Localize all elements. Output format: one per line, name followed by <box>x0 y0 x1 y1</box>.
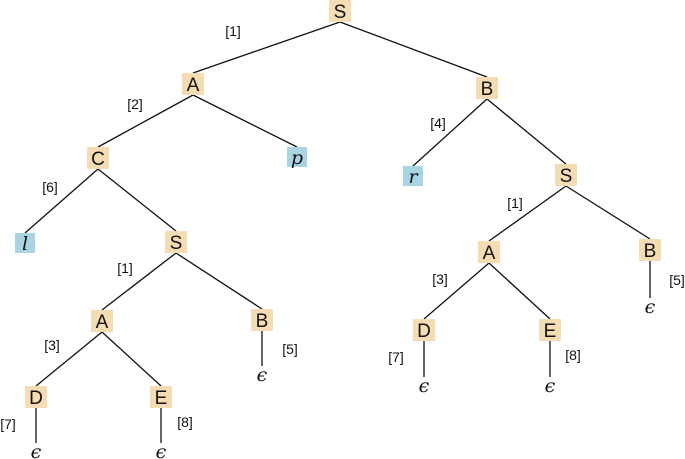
nonterminal-node-n15: E <box>539 319 561 342</box>
edge-n1-n3 <box>339 21 488 78</box>
edge-n12-n17 <box>35 331 103 387</box>
rule-label: [8] <box>565 347 581 363</box>
nonterminal-box <box>639 239 661 261</box>
nonterminal-label: D <box>29 388 43 409</box>
nonterminal-label: S <box>560 166 573 187</box>
nonterminal-node-n1: S <box>329 0 351 23</box>
nonterminal-node-n12: A <box>91 310 113 333</box>
edge-n9-n12 <box>101 252 177 311</box>
nonterminal-box <box>329 0 351 22</box>
nonterminal-label: E <box>544 321 557 342</box>
epsilon-leaf-n23: ϵ <box>156 441 167 459</box>
edge-n9-n13 <box>175 252 263 310</box>
terminal-node-n8: l <box>15 233 35 255</box>
nonterminal-label: S <box>334 2 347 23</box>
rule-label: [3] <box>44 337 60 353</box>
terminal-node-n6: r <box>403 166 423 188</box>
epsilon-leaf-n21: ϵ <box>545 375 556 397</box>
nonterminal-box <box>91 310 113 332</box>
rule-label: [6] <box>42 179 58 195</box>
rule-label: [7] <box>388 349 404 365</box>
epsilon-label: ϵ <box>545 375 556 397</box>
nonterminal-label: D <box>417 321 431 342</box>
nonterminal-node-n14: D <box>413 319 435 342</box>
terminal-label: p <box>291 147 303 169</box>
nonterminal-node-n11: B <box>639 239 661 262</box>
epsilon-label: ϵ <box>156 441 167 459</box>
epsilon-label: ϵ <box>419 375 430 397</box>
epsilon-label: ϵ <box>257 364 268 386</box>
nonterminal-box <box>555 164 577 186</box>
nonterminal-box <box>165 231 187 253</box>
epsilon-leaf-n16: ϵ <box>645 296 656 318</box>
epsilon-leaf-n20: ϵ <box>419 375 430 397</box>
nonterminal-label: B <box>481 79 494 100</box>
edge-n7-n10 <box>488 185 567 242</box>
nonterminal-label: B <box>644 241 657 262</box>
rule-label: [5] <box>282 341 298 357</box>
nonterminal-node-n4: C <box>87 147 109 170</box>
nonterminal-node-n10: A <box>478 241 500 264</box>
nonterminal-label: S <box>170 233 183 254</box>
terminal-label: l <box>22 233 28 255</box>
terminal-node-n5: p <box>287 147 307 169</box>
rule-label: [5] <box>669 272 685 288</box>
epsilon-label: ϵ <box>645 296 656 318</box>
nonterminal-box <box>478 241 500 263</box>
terminal-label: r <box>408 166 419 188</box>
nonterminal-box <box>476 77 498 99</box>
nonterminal-box <box>251 309 273 331</box>
rule-label: [4] <box>430 115 446 131</box>
nonterminal-label: E <box>155 388 168 409</box>
rule-label: [1] <box>507 195 523 211</box>
nonterminal-node-n2: A <box>182 73 204 96</box>
epsilon-label: ϵ <box>31 441 42 459</box>
nonterminal-label: B <box>256 311 269 332</box>
nonterminal-label: A <box>187 75 200 96</box>
nonterminal-label: A <box>96 312 109 333</box>
rule-label: [1] <box>117 260 133 276</box>
nonterminal-node-n9: S <box>165 231 187 254</box>
nonterminal-box <box>150 386 172 408</box>
edge-n3-n7 <box>486 98 567 165</box>
epsilon-leaf-n19: ϵ <box>257 364 268 386</box>
edge-n3-n6 <box>412 98 488 167</box>
nonterminal-node-n3: B <box>476 77 498 100</box>
edge-n4-n9 <box>97 168 177 232</box>
edge-n10-n14 <box>423 262 490 320</box>
edge-n10-n15 <box>488 262 551 320</box>
nonterminal-node-n17: D <box>25 386 47 409</box>
rule-label: [2] <box>127 96 143 112</box>
edge-n7-n11 <box>565 185 651 240</box>
nonterminal-node-n18: E <box>150 386 172 409</box>
edge-n4-n8 <box>24 168 99 234</box>
nonterminal-node-n7: S <box>555 164 577 187</box>
edge-n12-n18 <box>101 331 162 387</box>
edge-n2-n5 <box>192 94 298 148</box>
rule-label: [7] <box>0 416 16 432</box>
epsilon-leaf-n22: ϵ <box>31 441 42 459</box>
rule-labels: [1] [2] [4] [6] [1] [1] [3] [5] [3] [5] [7] [8] [7] [… <box>0 23 685 432</box>
nonterminal-label: C <box>91 149 105 170</box>
edge-n1-n2 <box>192 21 341 74</box>
terminal-box <box>287 147 307 167</box>
terminal-box <box>15 233 35 253</box>
terminal-box <box>403 166 423 186</box>
rule-label: [3] <box>432 271 448 287</box>
tree-edges <box>24 21 651 443</box>
nonterminal-label: A <box>483 243 496 264</box>
nonterminal-box <box>25 386 47 408</box>
nonterminal-box <box>87 147 109 169</box>
nonterminal-box <box>413 319 435 341</box>
rule-label: [1] <box>225 23 241 39</box>
rule-label: [8] <box>177 414 193 430</box>
nonterminal-box <box>182 73 204 95</box>
nonterminal-box <box>539 319 561 341</box>
edge-n2-n4 <box>97 94 194 148</box>
nonterminal-node-n13: B <box>251 309 273 332</box>
